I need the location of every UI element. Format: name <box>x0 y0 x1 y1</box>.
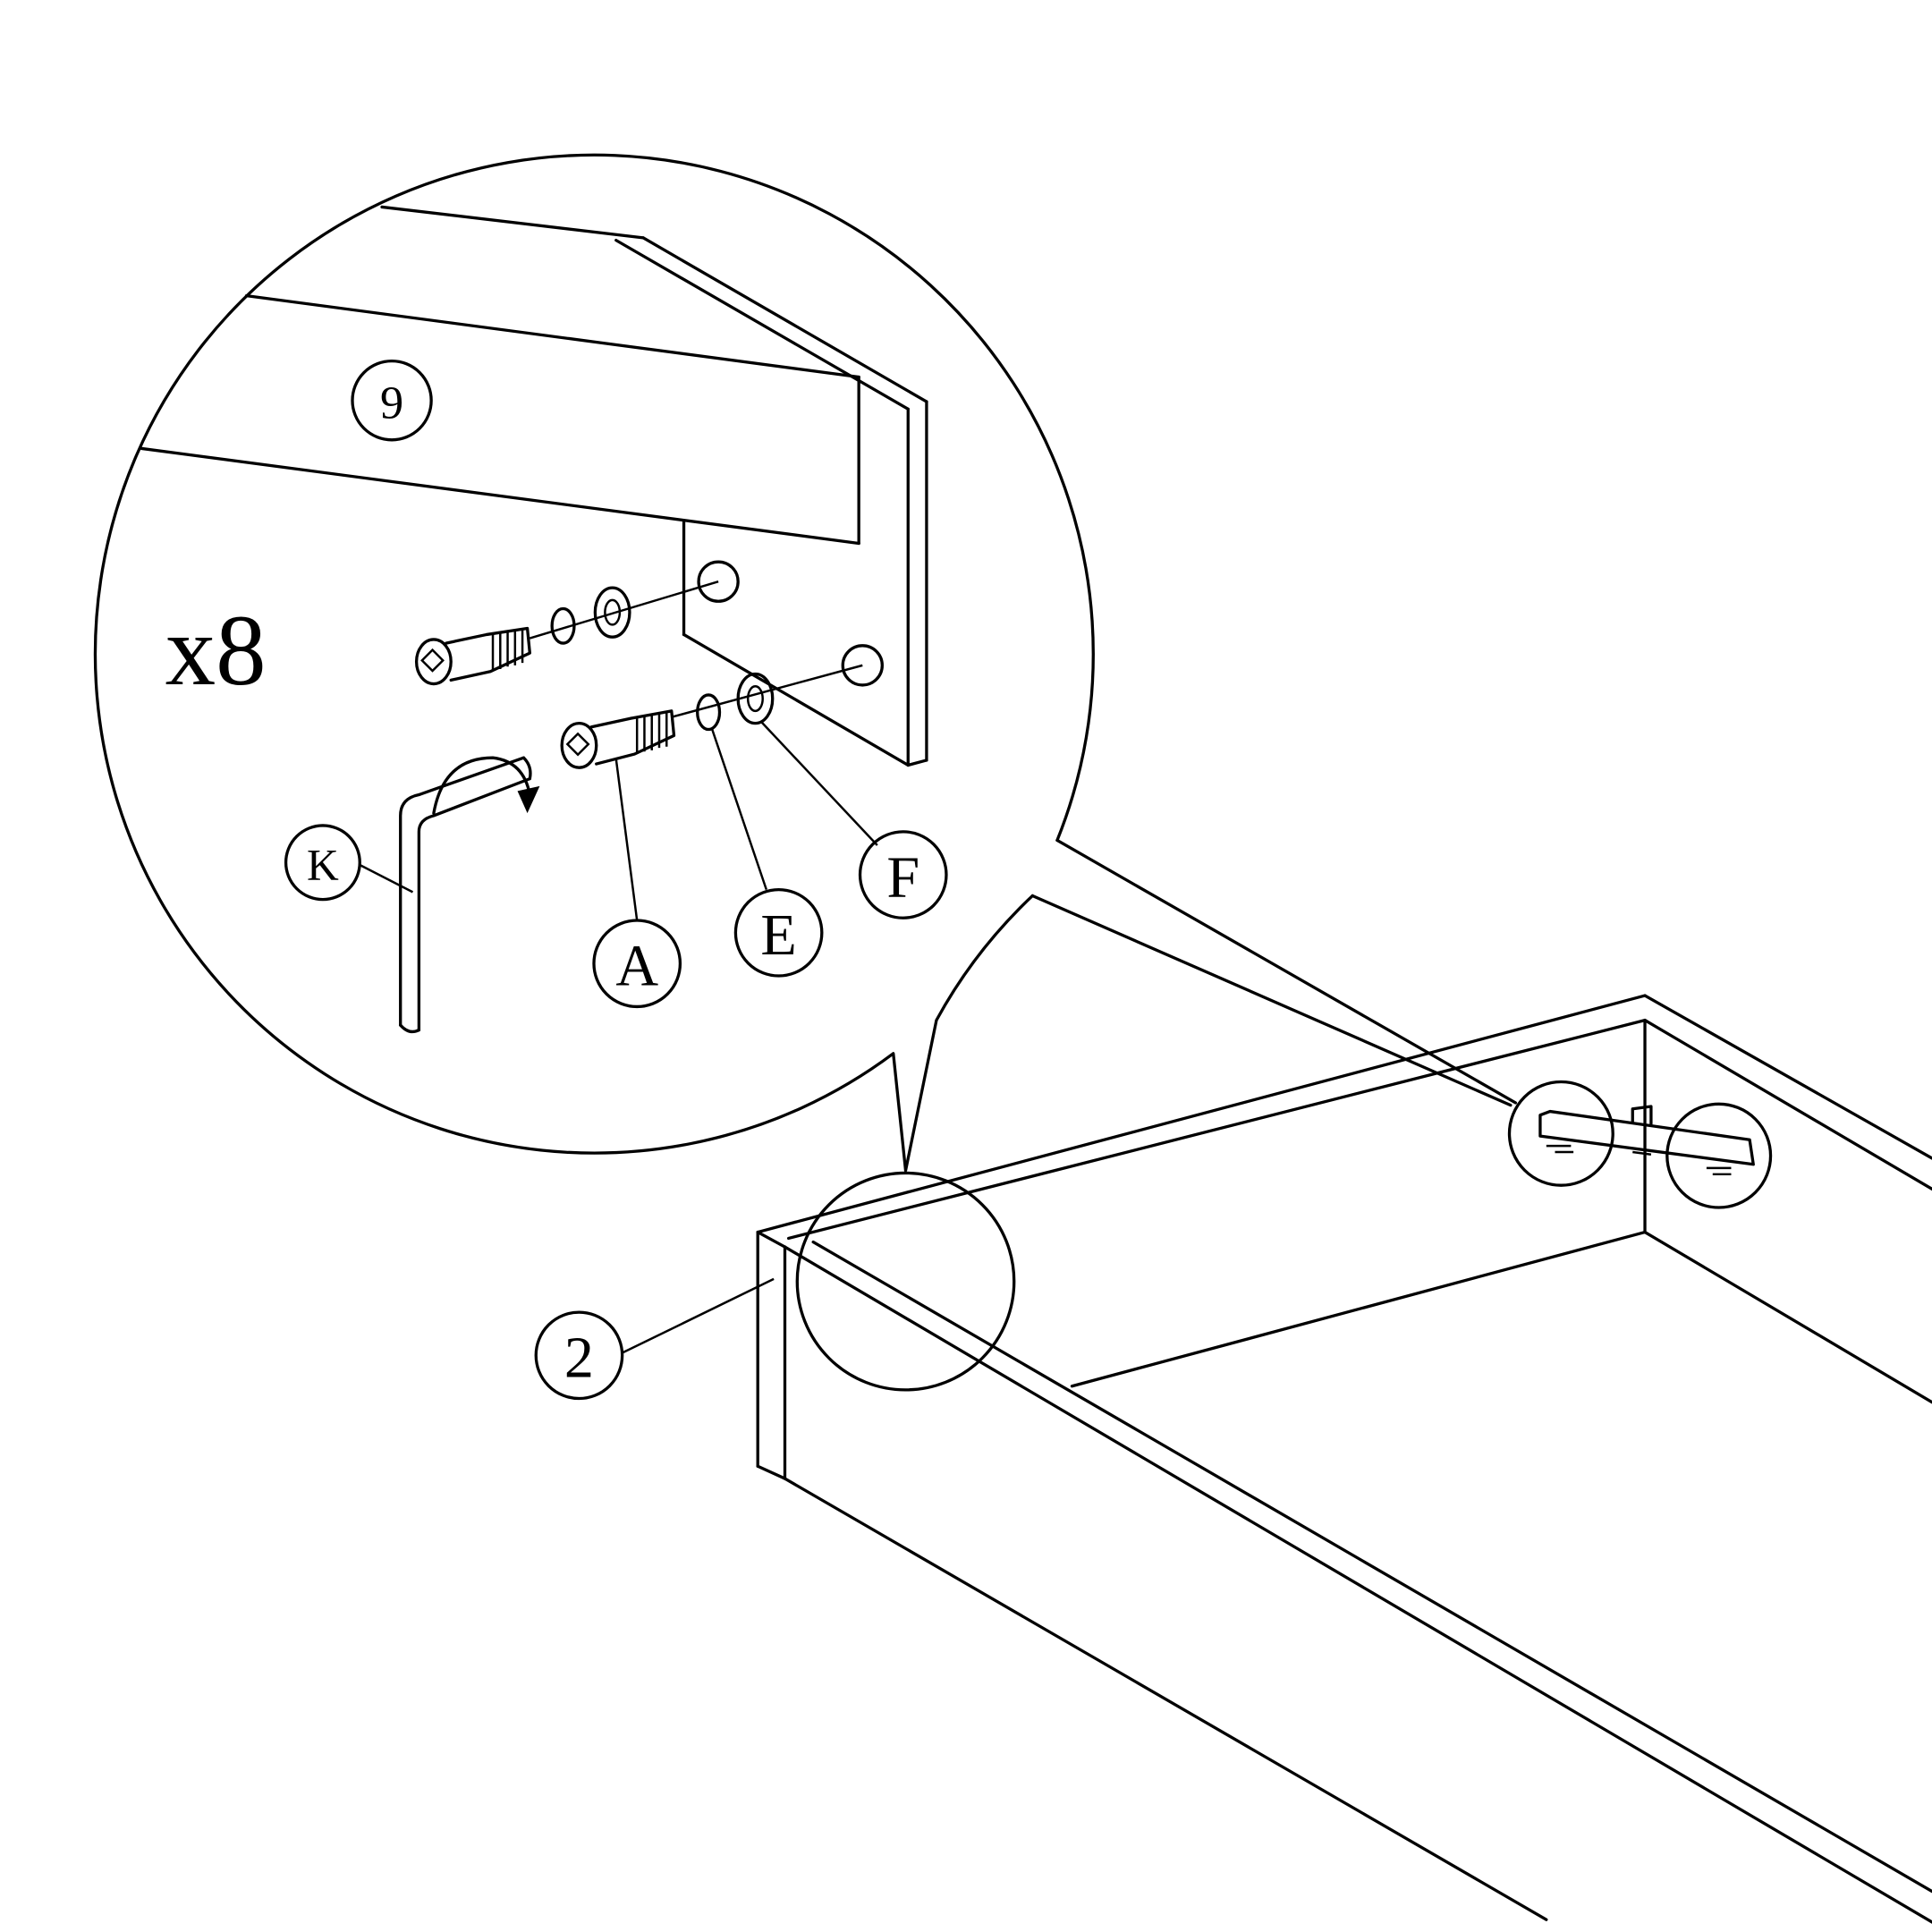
label-9: 9 <box>351 359 433 442</box>
bolt-hole <box>697 560 740 603</box>
magnifier-callout <box>93 153 1518 1173</box>
allen-key-icon <box>399 756 540 1034</box>
panel-9-detail <box>140 205 928 767</box>
quantity-label: x8 <box>165 595 267 707</box>
rotate-arrow-icon <box>432 756 531 815</box>
flat-washer-upper <box>593 586 631 639</box>
label-E: E <box>733 887 824 978</box>
flat-washer-lower <box>736 672 775 725</box>
label-2: 2 <box>534 1310 624 1401</box>
svg-text:E: E <box>760 902 796 968</box>
spring-washer-lower <box>696 693 722 732</box>
spring-washer-upper <box>550 606 576 645</box>
bracket-detail <box>1507 1080 1773 1209</box>
bolt-hole <box>841 644 884 687</box>
box-frame <box>756 994 1932 1924</box>
label-A: A <box>592 919 682 1009</box>
svg-text:A: A <box>615 934 658 999</box>
svg-text:9: 9 <box>380 377 403 428</box>
detail-circle <box>795 1171 1016 1392</box>
label-F: F <box>858 830 948 919</box>
bolt-upper <box>414 626 531 686</box>
svg-text:F: F <box>886 844 919 910</box>
svg-text:K: K <box>307 841 339 890</box>
svg-text:2: 2 <box>564 1326 594 1391</box>
bolt-lower <box>560 709 676 769</box>
label-K: K <box>284 824 361 902</box>
